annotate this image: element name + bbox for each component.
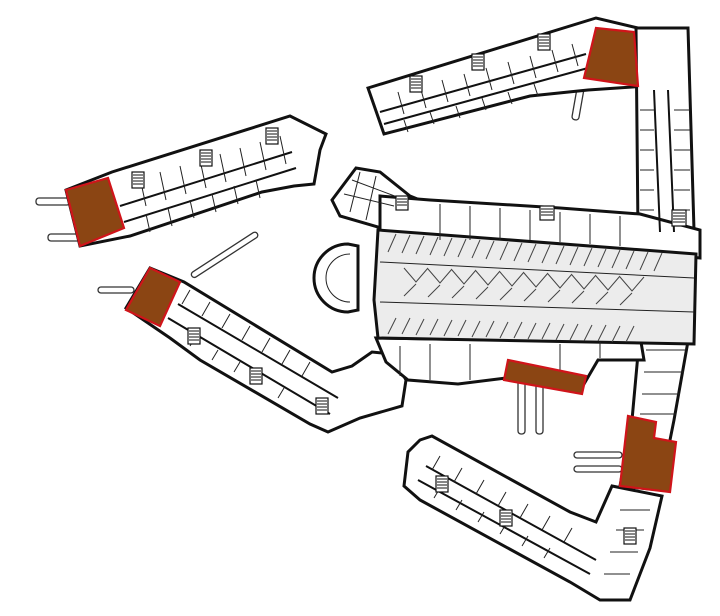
stair-core-west [131, 127, 279, 189]
parking-stalls [387, 233, 663, 343]
bridge-west-lower [47, 233, 81, 242]
wing-southeast [402, 434, 664, 602]
bridge-center-1 [517, 377, 526, 435]
aisle-line-1 [379, 261, 695, 279]
bridge-se-1 [573, 451, 623, 459]
bridge-se-2 [573, 465, 623, 473]
stair-core-midleft [187, 327, 329, 415]
stair-core-southeast [435, 475, 637, 545]
stair-core-north [409, 33, 551, 93]
highlight-zone-north [582, 26, 640, 88]
highlighted-zones [64, 26, 678, 494]
bridge-west-upper [35, 197, 71, 206]
interior-walls [119, 43, 690, 575]
stair-core-east [395, 195, 687, 227]
highlight-zone-east-south [618, 414, 678, 494]
parking-deck [372, 228, 698, 346]
rotunda-inner [325, 253, 351, 303]
highlight-zone-center [502, 358, 588, 396]
bridge-midleft-1 [97, 286, 135, 294]
bridge-midleft-2 [190, 231, 259, 279]
highlight-zone-midleft [124, 266, 182, 328]
stair-cores [131, 33, 687, 545]
highlight-zone-west [64, 176, 126, 248]
parking-hub [312, 228, 698, 346]
aisle-line-2 [379, 301, 695, 313]
rotunda [312, 242, 360, 314]
